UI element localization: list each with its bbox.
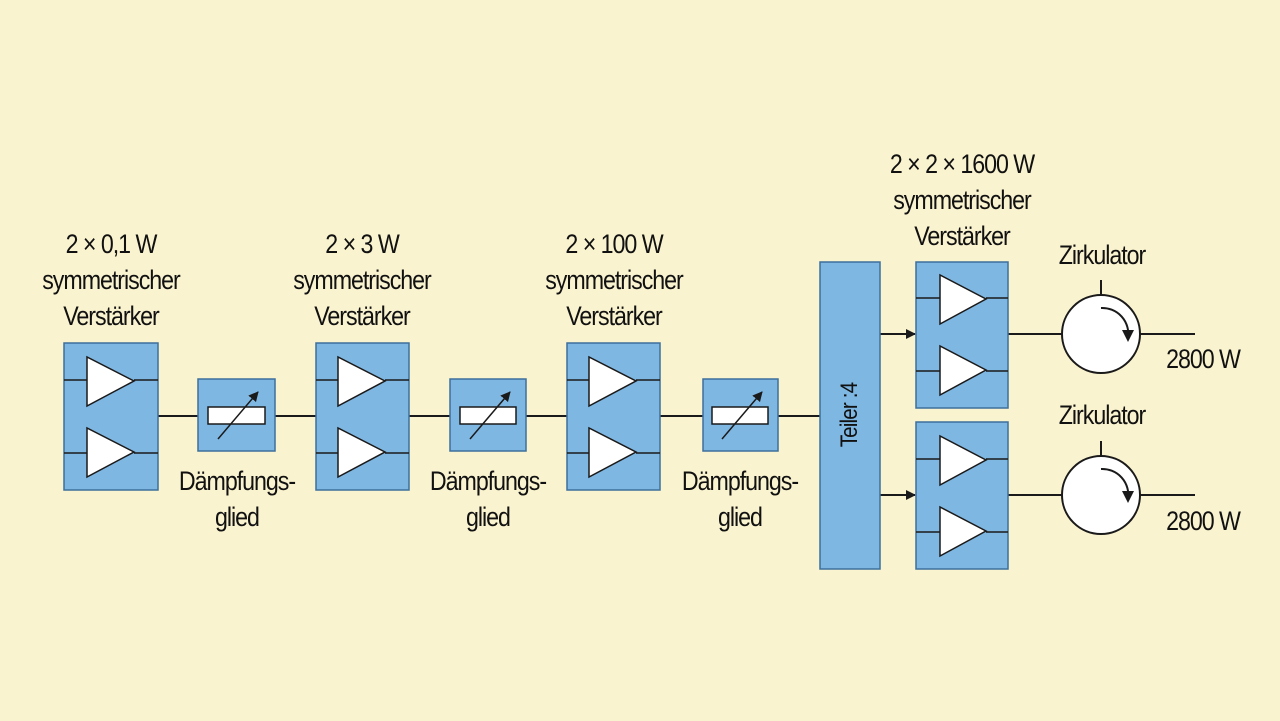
amplifier-triangle-icon bbox=[588, 355, 638, 408]
attenuator-block bbox=[702, 378, 779, 452]
amplifier-triangle-icon bbox=[86, 355, 136, 408]
attenuator-1-line2: glied bbox=[215, 502, 260, 532]
attenuator-3-line2: glied bbox=[718, 502, 763, 532]
final-amplifier-block bbox=[915, 261, 1009, 409]
amplifier-triangle-icon bbox=[939, 505, 988, 558]
attenuator-block bbox=[197, 378, 276, 452]
stage-2-label: 2 × 3 W symmetrischer Verstärker bbox=[276, 226, 448, 334]
stage-3-name: Verstärker bbox=[566, 301, 663, 331]
amplifier-triangle-icon bbox=[86, 426, 136, 479]
output-2-label: 2800 W bbox=[1166, 506, 1241, 536]
stage-1-type: symmetrischer bbox=[42, 265, 181, 295]
output-1-label: 2800 W bbox=[1166, 344, 1241, 374]
stage-1-name: Verstärker bbox=[63, 301, 160, 331]
attenuator-2-line1: Dämpfungs- bbox=[429, 466, 547, 496]
amplifier-block bbox=[315, 342, 410, 491]
circulator-icon bbox=[1061, 441, 1141, 535]
variable-resistor-icon bbox=[711, 406, 769, 425]
circulator-1-label: Zirkulator bbox=[1058, 240, 1146, 270]
amplifier-triangle-icon bbox=[939, 344, 988, 397]
final-stage-power: 2 × 2 × 1600 W bbox=[889, 149, 1035, 179]
stage-3-power: 2 × 100 W bbox=[565, 229, 663, 259]
variable-resistor-icon bbox=[207, 406, 266, 425]
stage-2-power: 2 × 3 W bbox=[325, 229, 399, 259]
attenuator-3-line1: Dämpfungs- bbox=[681, 466, 799, 496]
amplifier-triangle-icon bbox=[337, 355, 387, 408]
final-stage-type: symmetrischer bbox=[893, 185, 1032, 215]
circulator-2-label: Zirkulator bbox=[1058, 400, 1146, 430]
stage-1-power: 2 × 0,1 W bbox=[65, 229, 158, 259]
circulator-icon bbox=[1061, 280, 1141, 374]
final-amplifier-block bbox=[915, 421, 1009, 570]
divider-label: Teiler :4 bbox=[836, 382, 863, 448]
variable-resistor-icon bbox=[459, 406, 517, 425]
stage-2-type: symmetrischer bbox=[293, 265, 432, 295]
signal-lines bbox=[158, 329, 1195, 500]
amplifier-block bbox=[566, 342, 661, 491]
divider-block bbox=[819, 261, 881, 570]
stage-3-label: 2 × 100 W symmetrischer Verstärker bbox=[528, 226, 700, 334]
stage-3-type: symmetrischer bbox=[545, 265, 684, 295]
stage-1-label: 2 × 0,1 W symmetrischer Verstärker bbox=[25, 226, 197, 334]
amplifier-block bbox=[63, 342, 159, 491]
attenuator-3-label: Dämpfungs- glied bbox=[654, 463, 826, 535]
amplifier-triangle-icon bbox=[337, 426, 387, 479]
stage-2-name: Verstärker bbox=[314, 301, 411, 331]
amplifier-triangle-icon bbox=[588, 426, 638, 479]
attenuator-1-line1: Dämpfungs- bbox=[178, 466, 296, 496]
attenuator-1-label: Dämpfungs- glied bbox=[151, 463, 323, 535]
attenuator-2-label: Dämpfungs- glied bbox=[402, 463, 574, 535]
amplifier-triangle-icon bbox=[939, 434, 988, 487]
final-stage-name: Verstärker bbox=[914, 221, 1011, 251]
attenuator-2-line2: glied bbox=[466, 502, 511, 532]
final-stage-label: 2 × 2 × 1600 W symmetrischer Verstärker bbox=[876, 146, 1048, 254]
amplifier-triangle-icon bbox=[939, 273, 988, 326]
attenuator-block bbox=[449, 378, 527, 452]
